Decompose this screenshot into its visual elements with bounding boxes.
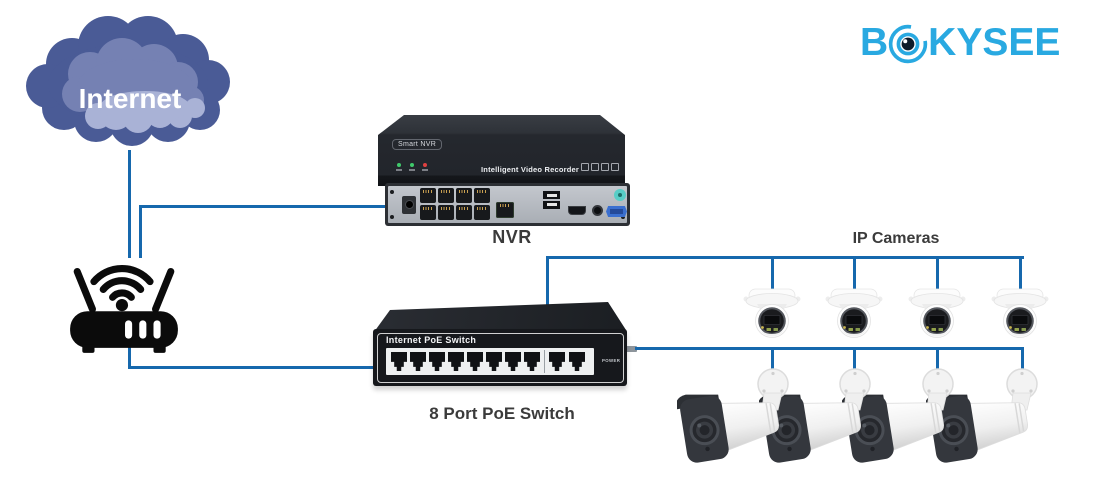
power-icon: [611, 163, 619, 171]
dome-camera-3: [904, 286, 970, 342]
screw-icon: [390, 190, 394, 194]
poe-port: [438, 205, 454, 220]
switch-front-face: Internet PoE Switch POWER: [373, 329, 627, 386]
usb-port: [543, 191, 560, 199]
switch-port: [486, 352, 502, 371]
dome-camera-1: [739, 286, 805, 342]
switch-port: [505, 352, 521, 371]
switch-cable-stub: [623, 346, 637, 352]
bullet-drop-1: [771, 347, 774, 377]
poe-port: [420, 205, 436, 220]
line-router-to-switch-vertical: [128, 344, 131, 369]
nvr-rear-panel: [385, 183, 630, 226]
bullet-drop-2: [853, 347, 856, 377]
line-router-to-nvr-vertical: [139, 205, 142, 258]
poe-port: [474, 205, 490, 220]
uplink-port: [569, 352, 585, 371]
line-router-to-nvr-horizontal: [139, 205, 388, 208]
nvr-front-panel: Smart NVR Intelligent Video Recorder: [378, 115, 625, 186]
switch-port-strip: [386, 348, 594, 375]
bullet-drop-4: [1021, 347, 1024, 375]
switch-port: [391, 352, 407, 371]
switch-port: [467, 352, 483, 371]
nvr-status-leds: [396, 163, 428, 171]
power-led: [397, 163, 401, 167]
nvr-rear-face: [388, 186, 627, 223]
switch-label: 8 Port PoE Switch: [429, 404, 575, 423]
line-router-to-switch-horizontal: [128, 366, 378, 369]
screw-icon: [621, 215, 625, 219]
logo-text-b: B: [860, 21, 889, 64]
nvr-front-port-icons: [581, 163, 619, 171]
nvr-model-badge: Smart NVR: [392, 139, 443, 150]
hdmi-port: [568, 206, 586, 215]
poe-port: [420, 188, 436, 203]
dome-camera-2: [821, 286, 887, 342]
switch-port: [410, 352, 426, 371]
nvr-label: NVR: [492, 227, 532, 247]
power-jack: [404, 200, 414, 209]
internet-cloud: Internet: [26, 16, 230, 146]
port-group-divider: [544, 350, 545, 373]
brand-logo: B KYSEE: [860, 16, 1060, 70]
audio-jack: [592, 205, 603, 216]
switch-port: [448, 352, 464, 371]
switch-port: [524, 352, 540, 371]
ir-icon: [601, 163, 609, 171]
poe-port: [456, 188, 472, 203]
switch-faceplate-title: Internet PoE Switch: [386, 335, 477, 345]
poe-port: [456, 205, 472, 220]
logo-text-kysee: KYSEE: [928, 21, 1061, 64]
switch-port: [429, 352, 445, 371]
poe-port: [438, 188, 454, 203]
dome-camera-bus: [546, 256, 1024, 259]
dome-drop-4: [1019, 256, 1022, 290]
bullet-camera-bus: [635, 347, 1024, 350]
poe-port: [474, 188, 490, 203]
uplink-port: [549, 352, 565, 371]
line-cloud-to-router: [128, 150, 131, 258]
dome-drop-3: [936, 256, 939, 290]
ip-cameras-label: IP Cameras: [852, 230, 940, 247]
usb-icon: [581, 163, 589, 171]
usb-icon: [591, 163, 599, 171]
screw-icon: [390, 215, 394, 219]
dome-drop-2: [853, 256, 856, 290]
alarm-led: [423, 163, 427, 167]
ground-screw: [614, 189, 626, 201]
bullet-drop-3: [936, 347, 939, 377]
dome-camera-4: [987, 286, 1053, 342]
bullet-camera-1: [677, 368, 801, 468]
hdd-led: [410, 163, 414, 167]
lan-port: [496, 202, 514, 218]
internet-label: Internet: [79, 83, 182, 114]
dome-drop-1: [771, 256, 774, 290]
line-switch-to-dome-bus: [546, 257, 549, 307]
nvr-front-title: Intelligent Video Recorder: [481, 165, 579, 174]
switch-faceplate-outline: [376, 332, 624, 383]
eye-icon: [888, 24, 928, 64]
wifi-router-icon: [70, 265, 178, 353]
usb-port: [543, 200, 560, 209]
vga-port: [606, 206, 627, 217]
switch-power-label: POWER: [601, 359, 620, 364]
poe-switch: Internet PoE Switch POWER: [372, 302, 628, 388]
